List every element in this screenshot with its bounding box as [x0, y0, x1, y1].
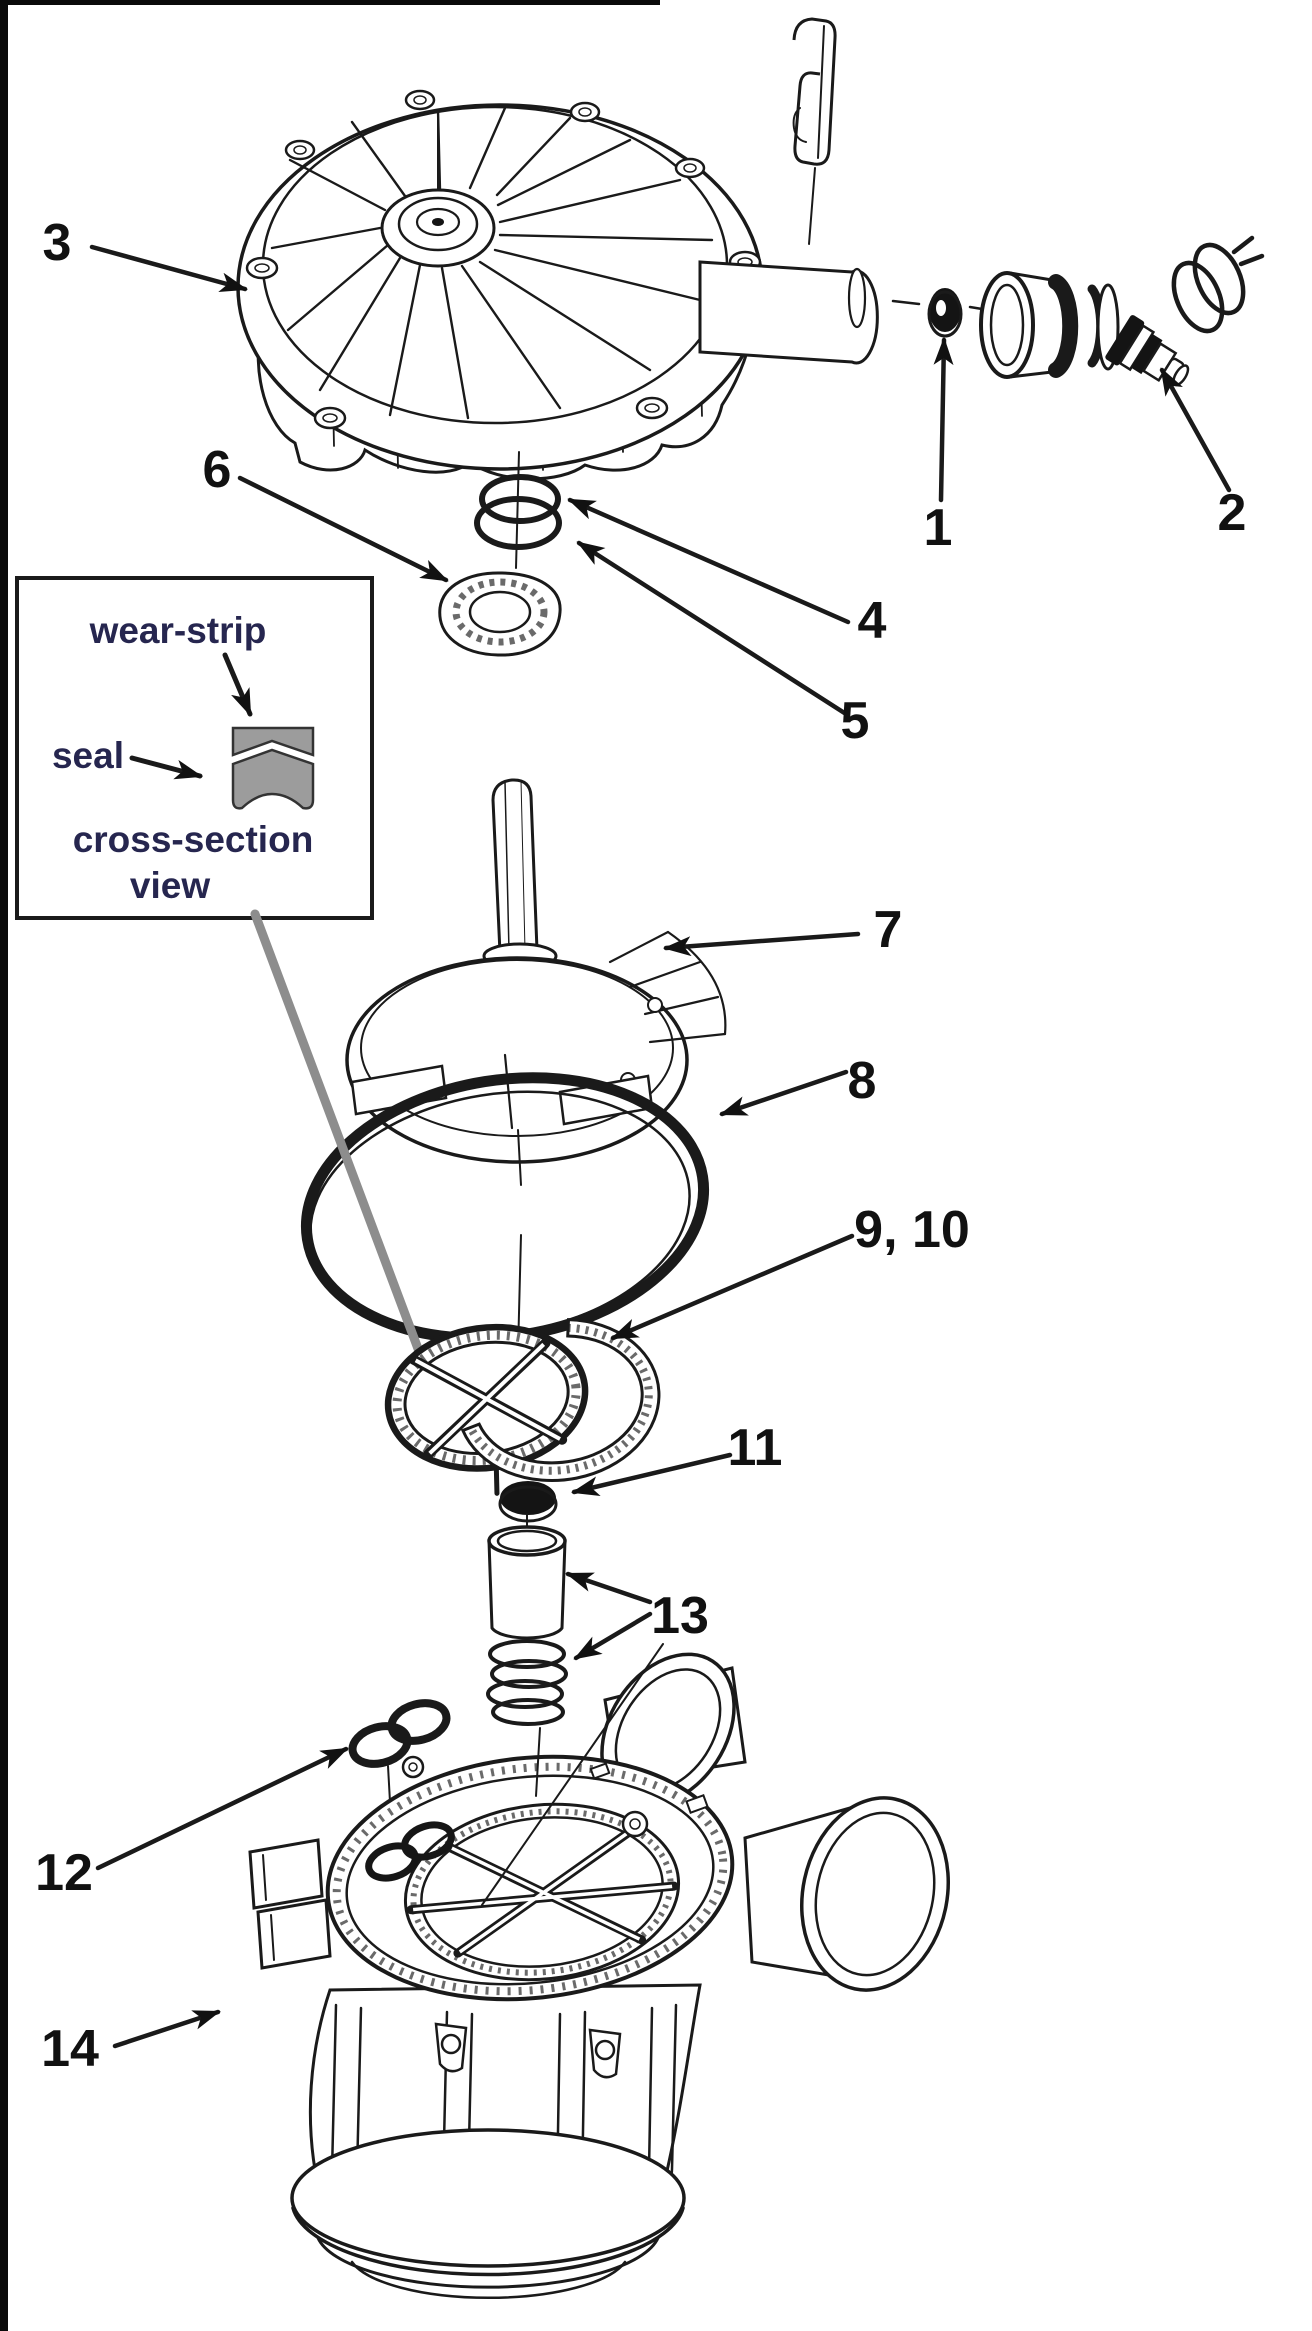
piston-assembly-drawing [345, 778, 727, 1186]
left-border-line [0, 0, 8, 2331]
callout-label-5: 5 [841, 692, 870, 750]
inset-seal-label: seal [52, 735, 124, 776]
seal-drawing [438, 571, 562, 657]
callout-label-1: 1 [924, 499, 953, 557]
callout-arrow-9-10 [610, 1233, 855, 1341]
callout-label-12: 12 [35, 1844, 93, 1902]
callout-arrow-13b [573, 1611, 653, 1661]
callout-label-3: 3 [43, 214, 72, 272]
body-bore-and-rotor [403, 1802, 681, 1982]
callout-labels: 3 6 1 2 4 5 7 8 9, 10 11 13 12 14 [35, 214, 1246, 2078]
callout-arrow-12 [95, 1746, 349, 1871]
inset-leader-line [250, 909, 437, 1391]
callout-arrow-6 [237, 475, 449, 583]
hose-clamp-drawing [1171, 235, 1265, 334]
cross-section-inset: wear-strip seal cross-section view [15, 576, 374, 920]
cover-spokes [270, 106, 714, 420]
top-border-line [0, 0, 660, 5]
callout-label-11: 11 [728, 1419, 783, 1477]
inset-caption-line1: cross-section [73, 819, 314, 860]
callout-label-13: 13 [651, 1587, 709, 1645]
callout-arrow-3 [89, 244, 248, 293]
callout-label-9-10: 9, 10 [854, 1201, 970, 1259]
callout-arrow-4 [567, 497, 851, 625]
callout-arrows [89, 244, 1232, 2049]
cover-outlet-tube [698, 167, 879, 365]
o-ring-4-drawing [474, 451, 562, 569]
spring [486, 1639, 568, 1726]
inset-caption-line2: view [130, 865, 210, 906]
callout-arrow-1 [933, 337, 954, 503]
callout-arrow-11 [571, 1452, 733, 1496]
callout-arrow-5 [576, 540, 849, 717]
callout-arrow-14 [112, 2009, 221, 2049]
callout-arrow-2 [1159, 367, 1232, 493]
inset-seal-arrow [129, 755, 203, 780]
valve-cover-drawing [236, 89, 879, 481]
callout-arrow-13a [565, 1571, 653, 1605]
callout-label-6: 6 [203, 441, 232, 499]
callout-label-4: 4 [858, 592, 887, 650]
wear-strip-cross-section-shape [231, 726, 315, 757]
inset-wear-strip-arrow [222, 652, 253, 717]
stem-grommet-drawing [891, 288, 996, 338]
cover-hub [380, 117, 496, 268]
callout-arrow-8 [719, 1069, 849, 1117]
callout-label-7: 7 [874, 901, 903, 959]
fitting-barb [1105, 315, 1190, 387]
callout-label-14: 14 [41, 2020, 99, 2078]
cover-bolt-posts [245, 89, 762, 430]
retaining-clip-drawing [792, 17, 837, 166]
valve-body-drawing [248, 1643, 951, 2300]
callout-label-2: 2 [1218, 484, 1247, 542]
port-o-rings-drawing [348, 1699, 451, 1821]
callout-label-8: 8 [848, 1052, 877, 1110]
plunger-and-spring-drawing [486, 1513, 568, 1726]
callout-arrow-7 [663, 931, 861, 957]
rotor-seal-and-wear-strip-drawing [384, 1318, 661, 1496]
inset-wear-strip-label: wear-strip [89, 610, 267, 651]
drain-fitting-drawing [979, 271, 1190, 387]
seal-cross-section-shape [231, 748, 315, 810]
